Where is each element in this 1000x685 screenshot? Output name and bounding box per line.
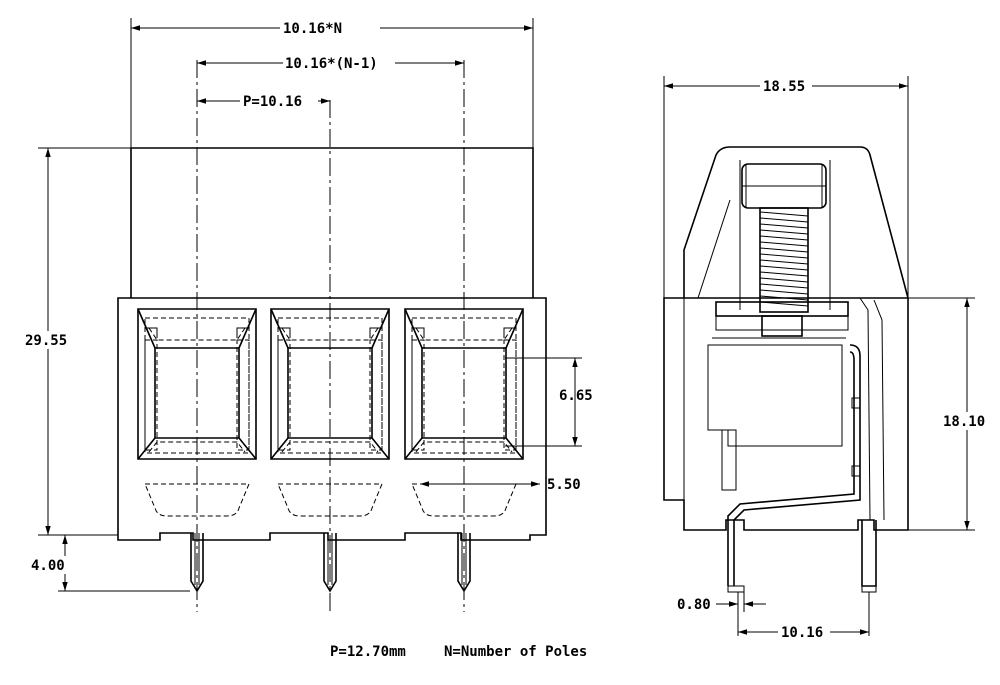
dim-span: 10.16*(N-1) xyxy=(285,56,378,72)
dim-pin-length: 4.00 xyxy=(31,558,65,574)
contact-lead xyxy=(727,344,861,586)
dim-depth: 18.55 xyxy=(763,79,805,95)
side-housing-outline xyxy=(663,297,909,531)
note-poles: N=Number of Poles xyxy=(444,644,587,660)
dim-window: 6.65 xyxy=(559,388,593,404)
dim-pin-thickness: 0.80 xyxy=(677,597,711,613)
housing-top-outline xyxy=(130,147,534,298)
housing-body-outline xyxy=(117,297,547,541)
dim-clamp: 5.50 xyxy=(547,477,581,493)
dim-pin-spacing: 10.16 xyxy=(781,625,823,641)
dim-height: 29.55 xyxy=(25,333,67,349)
dim-overall-width: 10.16*N xyxy=(283,21,342,37)
side-cap-outline xyxy=(683,146,909,299)
side-view: 18.55 18.10 0.80 10.16 xyxy=(663,76,994,641)
clamp-box xyxy=(707,344,843,447)
note-pitch: P=12.70mm xyxy=(330,644,406,660)
front-view: 10.16*N 10.16*(N-1) P=10.16 29.55 6.65 5… xyxy=(22,18,593,612)
dim-side-height: 18.10 xyxy=(943,414,985,430)
dim-pitch: P=10.16 xyxy=(243,94,302,110)
